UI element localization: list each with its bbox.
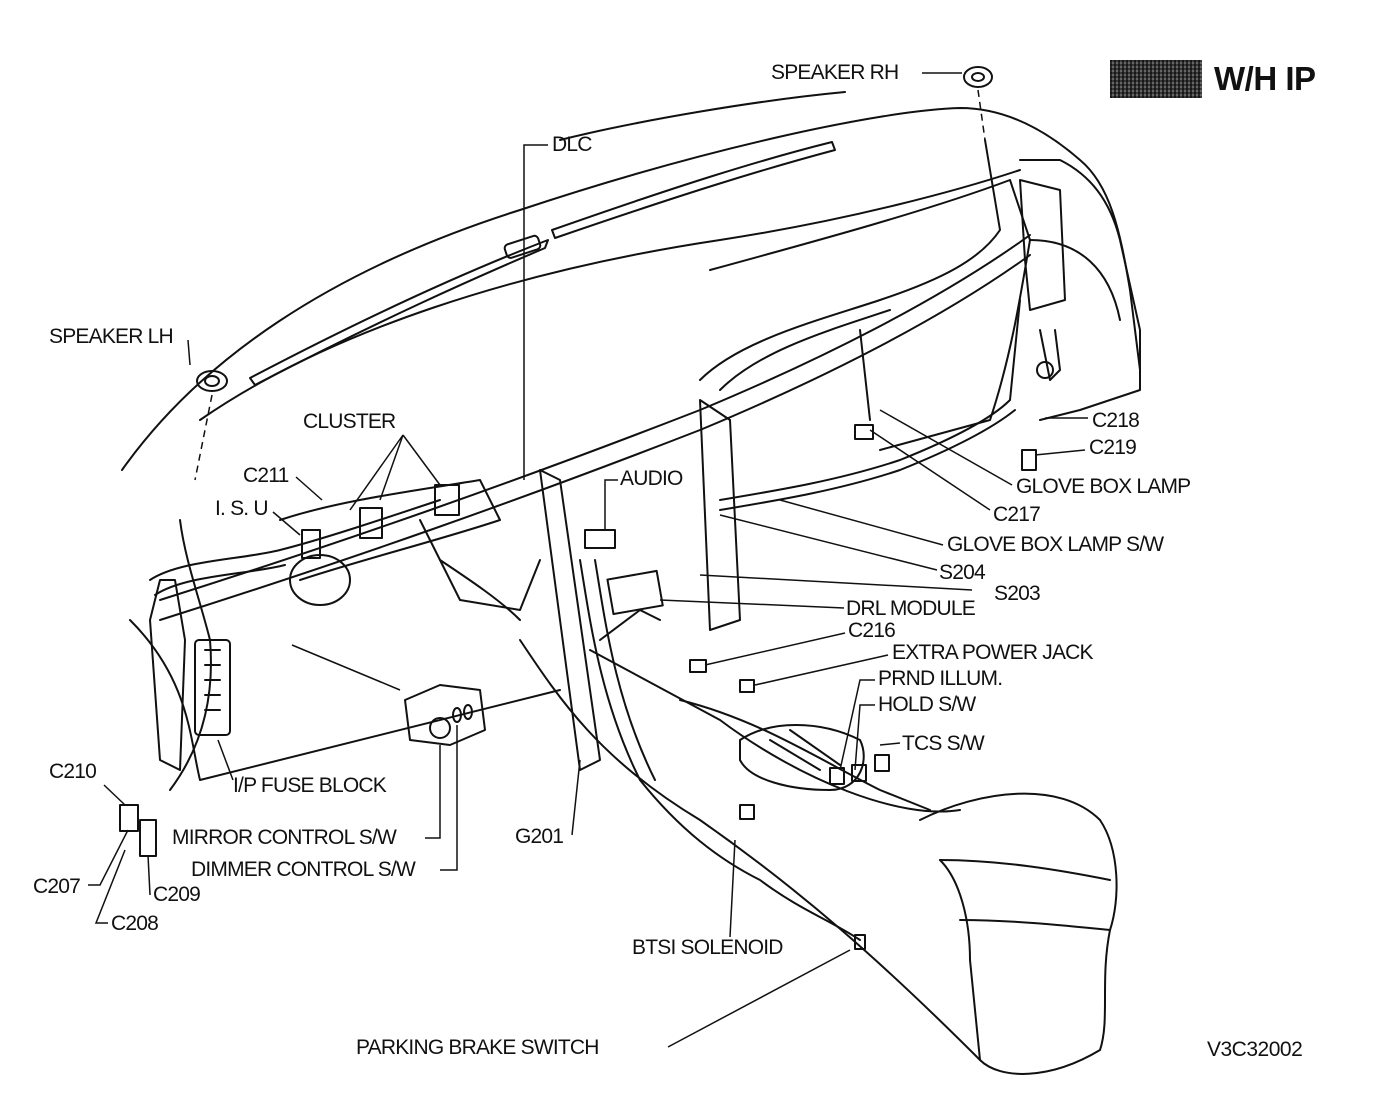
wh-ip-badge: W/H IP [1110,60,1316,98]
label-ip-fuse-block: I/P FUSE BLOCK [233,774,387,797]
label-c211: C211 [243,464,289,487]
label-s203: S203 [994,582,1041,605]
label-extra-power-jack: EXTRA POWER JACK [892,641,1094,664]
label-speaker-rh: SPEAKER RH [771,61,899,84]
label-tcs-sw: TCS S/W [902,732,985,755]
label-c217: C217 [993,503,1041,526]
label-audio: AUDIO [620,467,683,490]
cross-car-beam [159,234,1031,601]
label-c216: C216 [848,619,896,642]
label-g201: G201 [515,825,564,848]
label-drl-module: DRL MODULE [846,597,976,620]
label-s204: S204 [939,561,986,584]
label-parking-brake-switch: PARKING BRAKE SWITCH [356,1036,599,1059]
label-c209: C209 [153,883,201,906]
label-prnd-illum: PRND ILLUM. [878,667,1003,690]
label-isu: I. S. U [215,497,269,520]
wiring-harness-main [719,299,1021,501]
label-glove-box-lamp-sw: GLOVE BOX LAMP S/W [947,533,1164,556]
label-dimmer-control-sw: DIMMER CONTROL S/W [191,858,416,881]
label-dlc: DLC [552,133,592,156]
wiring-harness-left [149,499,441,581]
speaker-lh-body [196,370,228,392]
label-c218: C218 [1092,409,1140,432]
label-mirror-control-sw: MIRROR CONTROL S/W [172,826,397,849]
label-c210: C210 [49,760,97,783]
label-cluster: CLUSTER [303,410,396,433]
dash-top-outline [121,107,1141,471]
label-btsi-solenoid: BTSI SOLENOID [632,936,783,959]
center-console [919,792,1118,1075]
label-c208: C208 [111,912,159,935]
label-glove-box-lamp: GLOVE BOX LAMP [1016,475,1191,498]
label-hold-sw: HOLD S/W [878,693,976,716]
badge-text: W/H IP [1214,60,1316,97]
drl-module-body [606,569,664,616]
label-c207: C207 [33,875,81,898]
label-speaker-lh: SPEAKER LH [49,325,174,348]
label-c219: C219 [1089,436,1137,459]
speaker-rh-body [963,66,993,88]
badge-swatch [1110,60,1202,98]
switch-panel [404,684,486,746]
glove-box-outline [709,179,1031,451]
figure-code: V3C32002 [1207,1038,1303,1061]
